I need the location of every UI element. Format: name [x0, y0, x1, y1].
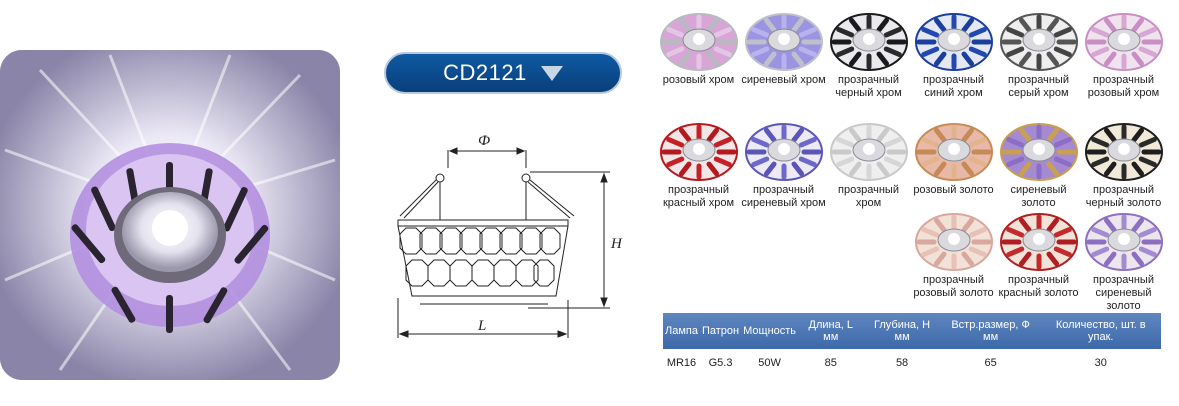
spec-header-row: Лампа Патрон Мощность Длина, L мм Глубин…	[663, 313, 1161, 349]
model-code: CD2121	[443, 60, 527, 85]
variant-label: прозрачный красный хром	[662, 184, 735, 209]
length-label: L	[477, 318, 486, 334]
variant-thumbnail	[744, 13, 823, 71]
variant-thumbnail	[659, 13, 738, 71]
color-variants: розовый хром сиреневый хром прозрачный чер…	[656, 8, 1166, 312]
variant-thumbnail	[1084, 13, 1163, 71]
variant-label: прозрачный черный хром	[835, 74, 902, 99]
spec-value: 65	[984, 357, 997, 369]
variant-label: прозрачный серый хром	[1008, 74, 1069, 99]
variant-label: прозрачный розовый хром	[1087, 74, 1160, 99]
variant-item: прозрачный розовый хром	[1081, 8, 1166, 100]
spec-value: 30	[1094, 357, 1107, 369]
variant-item: прозрачный сиреневый хром	[741, 118, 826, 210]
spec-value: G5.3	[708, 357, 733, 369]
height-label: H	[610, 236, 623, 252]
technical-drawing: Ф H L	[378, 120, 628, 350]
variant-label: розовый золото	[913, 184, 994, 196]
spec-table: Лампа Патрон Мощность Длина, L мм Глубин…	[663, 313, 1161, 377]
variant-thumbnail	[659, 123, 738, 181]
variant-label: прозрачный красный золото	[998, 274, 1079, 299]
product-photo	[0, 50, 340, 380]
spec-value: 50W	[758, 357, 781, 369]
variant-thumbnail	[999, 123, 1078, 181]
spec-value-row: MR16 G5.3 50W 85 58 65 30	[663, 349, 1161, 377]
spec-value: MR16	[666, 357, 697, 369]
model-label: CD2121	[384, 52, 622, 94]
spec-header: Длина, L мм	[798, 313, 864, 349]
variant-item: прозрачный красный хром	[656, 118, 741, 210]
variant-thumbnail	[829, 123, 908, 181]
variant-label: прозрачный сиреневый хром	[741, 184, 826, 209]
variant-thumbnail	[1084, 123, 1163, 181]
variant-item: розовый хром	[656, 8, 741, 87]
phi-label: Ф	[478, 133, 490, 149]
variant-thumbnail	[829, 13, 908, 71]
variant-item: прозрачный сиреневый золото	[1081, 208, 1166, 313]
spec-value: 58	[895, 357, 909, 369]
spec-header: Лампа	[663, 313, 700, 349]
spec-header: Глубина, H мм	[863, 313, 941, 349]
variant-label: прозрачный синий хром	[923, 74, 984, 99]
spec-header: Мощность	[741, 313, 799, 349]
variant-item: прозрачный синий хром	[911, 8, 996, 100]
variant-item: прозрачный черный золото	[1081, 118, 1166, 210]
variant-thumbnail	[1084, 213, 1163, 271]
variant-label: прозрачный сиреневый золото	[1093, 274, 1154, 312]
spec-value: 85	[824, 357, 837, 369]
variant-item: прозрачный розовый золото	[911, 208, 996, 300]
variant-label: сиреневый золото	[1010, 184, 1067, 209]
variant-label: сиреневый хром	[741, 74, 826, 86]
variant-thumbnail	[999, 213, 1078, 271]
spec-header: Количество, шт. в упак.	[1040, 313, 1161, 349]
triangle-down-icon	[540, 65, 563, 81]
variant-thumbnail	[744, 123, 823, 181]
variant-item: прозрачный красный золото	[996, 208, 1081, 300]
variant-thumbnail	[914, 13, 993, 71]
variant-label: прозрачный хром	[838, 184, 899, 209]
variant-thumbnail	[914, 123, 993, 181]
variant-label: прозрачный розовый золото	[913, 274, 994, 299]
variant-item: розовый золото	[911, 118, 996, 197]
variant-item: сиреневый золото	[996, 118, 1081, 210]
variant-item: сиреневый хром	[741, 8, 826, 87]
variant-thumbnail	[999, 13, 1078, 71]
spec-header: Патрон	[699, 313, 742, 349]
variant-label: розовый хром	[662, 74, 735, 86]
variant-label: прозрачный черный золото	[1085, 184, 1162, 209]
variant-item: прозрачный хром	[826, 118, 911, 210]
variant-item: прозрачный серый хром	[996, 8, 1081, 100]
product-photo-image	[0, 50, 340, 380]
spec-header: Встр.размер, Ф мм	[940, 313, 1041, 349]
variant-item: прозрачный черный хром	[826, 8, 911, 100]
dimension-drawing: Ф H L	[397, 133, 623, 338]
variant-thumbnail	[914, 213, 993, 271]
